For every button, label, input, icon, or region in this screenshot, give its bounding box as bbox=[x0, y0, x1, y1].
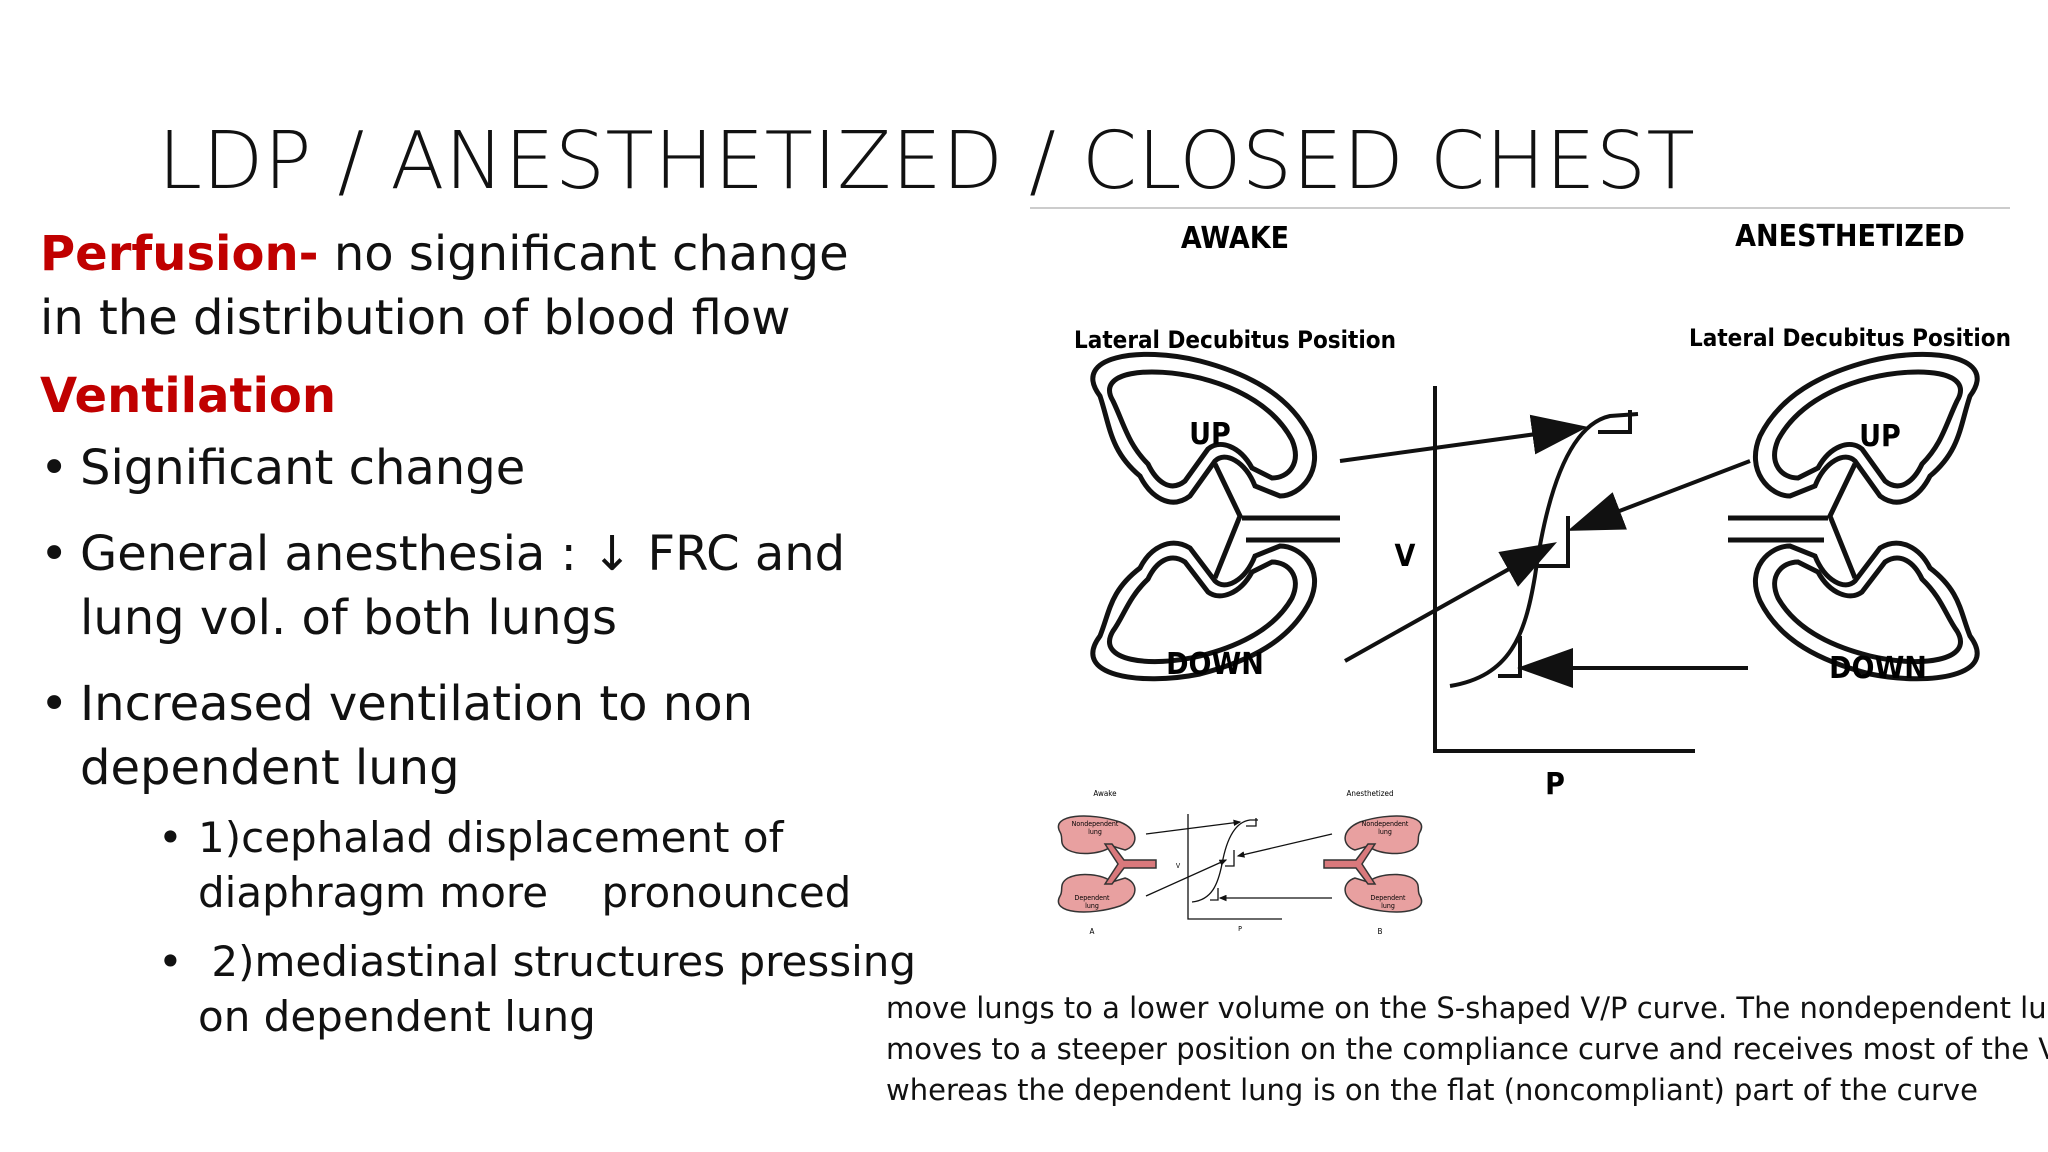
inset-dependent-left-2: lung bbox=[1085, 902, 1099, 910]
inset-p-label: P bbox=[1238, 925, 1242, 933]
p-axis-label: P bbox=[1545, 767, 1565, 796]
perfusion-text-line-1: no significant change bbox=[318, 226, 849, 282]
awake-lungs bbox=[1090, 351, 1340, 682]
inset-awake-label: Awake bbox=[1093, 789, 1117, 798]
slide-title: LDP / ANESTHETIZED / CLOSED CHEST bbox=[158, 114, 1696, 207]
awake-label: AWAKE bbox=[1181, 221, 1289, 256]
perfusion-paragraph: Perfusion- no significant change in the d… bbox=[40, 222, 890, 350]
inset-right-lungs bbox=[1323, 815, 1423, 913]
arrow-anesth-up bbox=[1567, 459, 1751, 531]
down-lung-outline bbox=[1090, 540, 1318, 682]
slide-body: Perfusion- no significant change in the d… bbox=[40, 222, 916, 1066]
inset-airway-right bbox=[1323, 843, 1377, 885]
inset-nondependent-right: Nondependent bbox=[1362, 820, 1409, 828]
inset-arrow-3 bbox=[1236, 833, 1333, 858]
up-lung-inner bbox=[1107, 369, 1298, 489]
axes bbox=[1433, 386, 1695, 753]
up-label-right: UP bbox=[1859, 419, 1901, 454]
inset-diagram: Awake Anesthetized Nondependent lung Dep… bbox=[1057, 789, 1423, 936]
inset-step-middle bbox=[1225, 850, 1235, 867]
down-lung-inner-right bbox=[1772, 555, 1963, 665]
bullet-text: lung vol. of both lungs bbox=[80, 590, 618, 646]
inset-b-label: B bbox=[1378, 927, 1383, 936]
down-lung-outline-right bbox=[1752, 540, 1980, 682]
step-top bbox=[1598, 410, 1632, 434]
perfusion-label: Perfusion- bbox=[40, 226, 319, 282]
ventilation-heading: Ventilation bbox=[40, 368, 337, 424]
v-axis-label: V bbox=[1395, 539, 1416, 574]
sub-bullet-text: 1)cephalad displacement of bbox=[198, 813, 784, 862]
inset-v-label: V bbox=[1176, 862, 1181, 870]
down-label-right: DOWN bbox=[1829, 651, 1927, 686]
up-lung-outline-right bbox=[1752, 351, 1980, 505]
inset-nondependent-left: Nondependent bbox=[1072, 820, 1119, 828]
airway-left bbox=[1212, 462, 1243, 579]
figure-caption: move lungs to a lower volume on the S-sh… bbox=[886, 988, 2048, 1111]
inset-step-bottom bbox=[1210, 888, 1219, 901]
up-label-left: UP bbox=[1189, 417, 1231, 452]
bullet-text: Increased ventilation to non bbox=[80, 676, 753, 732]
caption-line-3: whereas the dependent lung is on the fla… bbox=[886, 1073, 1978, 1107]
perfusion-text-line-2: in the distribution of blood flow bbox=[40, 290, 791, 346]
arrow-awake-down bbox=[1344, 542, 1557, 663]
sub-bullet-item: 1)cephalad displacement of diaphragm more… bbox=[158, 810, 890, 920]
arrows bbox=[1339, 414, 1751, 688]
bullet-item: General anesthesia : ↓ FRC and lung vol. … bbox=[40, 522, 890, 650]
inset-dependent-left: Dependent bbox=[1075, 894, 1110, 902]
inset-curve bbox=[1145, 814, 1333, 920]
bullet-text: dependent lung bbox=[80, 740, 460, 796]
sub-bullet-item: 2)mediastinal structures pressing on depe… bbox=[158, 934, 916, 1044]
sub-bullet-text: on dependent lung bbox=[198, 992, 596, 1041]
caption-line-1: move lungs to a lower volume on the S-sh… bbox=[886, 991, 2048, 1025]
lateral-decubitus-diagram: AWAKE ANESTHETIZED Lateral Decubitus Pos… bbox=[1030, 207, 2011, 796]
inset-dependent-right-2: lung bbox=[1381, 902, 1395, 910]
bullet-text: General anesthesia : ↓ FRC and bbox=[80, 526, 846, 582]
anesthetized-label: ANESTHETIZED bbox=[1735, 219, 1965, 254]
inset-nondependent-right-2: lung bbox=[1378, 828, 1392, 836]
inset-nondependent-lung-right bbox=[1344, 815, 1423, 855]
position-label-left: Lateral Decubitus Position bbox=[1074, 326, 1396, 354]
down-label-left: DOWN bbox=[1166, 647, 1264, 682]
airway-right bbox=[1827, 462, 1858, 579]
inset-arrow-1 bbox=[1145, 819, 1242, 835]
inset-nondependent-left-2: lung bbox=[1088, 828, 1102, 836]
bullet-text: Significant change bbox=[80, 440, 526, 496]
arrow-awake-up bbox=[1339, 414, 1588, 463]
position-label-right: Lateral Decubitus Position bbox=[1689, 324, 2011, 352]
inset-anesthetized-label: Anesthetized bbox=[1346, 789, 1393, 798]
ventilation-bullets: Significant change General anesthesia : … bbox=[40, 436, 916, 1044]
inset-dependent-lung-left bbox=[1057, 873, 1136, 913]
inset-a-label: A bbox=[1090, 927, 1095, 936]
sub-bullet-text: 2)mediastinal structures pressing bbox=[198, 937, 917, 986]
inset-step-top bbox=[1246, 818, 1257, 827]
inset-left-lungs bbox=[1057, 815, 1157, 913]
inset-arrow-2 bbox=[1145, 859, 1228, 897]
inset-dependent-right: Dependent bbox=[1371, 894, 1406, 902]
down-lung-inner bbox=[1107, 555, 1298, 665]
bullet-item: Significant change bbox=[40, 436, 890, 500]
inset-nondependent-lung-left bbox=[1057, 815, 1136, 855]
inset-axes bbox=[1187, 814, 1282, 920]
inset-airway-left bbox=[1103, 843, 1157, 885]
anesthetized-lungs bbox=[1728, 351, 1980, 682]
up-lung-outline bbox=[1090, 351, 1318, 505]
caption-line-2: moves to a steeper position on the compl… bbox=[886, 1032, 2048, 1066]
sub-bullet-text: diaphragm more pronounced bbox=[198, 868, 852, 917]
inset-dependent-lung-right bbox=[1344, 873, 1423, 913]
up-lung-inner-right bbox=[1772, 369, 1963, 489]
sub-bullets: 1)cephalad displacement of diaphragm more… bbox=[158, 810, 916, 1044]
bullet-item: Increased ventilation to non dependent lu… bbox=[40, 672, 916, 1044]
